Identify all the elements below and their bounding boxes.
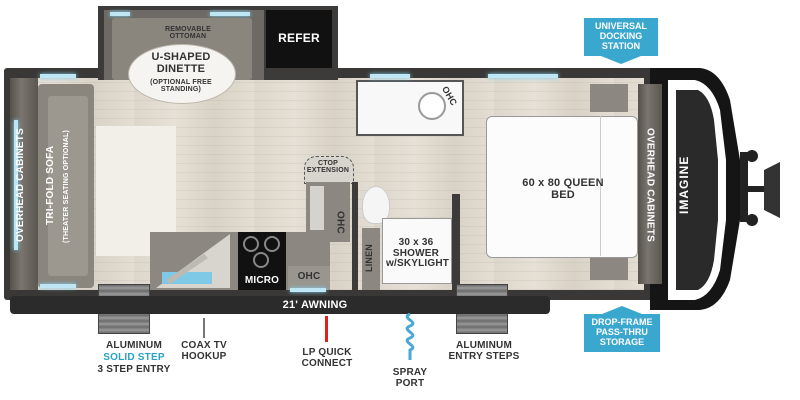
pantry-sink bbox=[310, 186, 324, 230]
slide-window-right bbox=[210, 12, 250, 16]
coax-line bbox=[203, 318, 205, 338]
left-overhead-label: OVERHEAD CABINETS bbox=[15, 128, 26, 242]
three-step-label: 3 STEP ENTRY bbox=[97, 364, 171, 375]
shower-label: 30 x 36 SHOWER w/SKYLIGHT bbox=[386, 237, 450, 269]
sofa-label: TRI-FOLD SOFA bbox=[45, 145, 56, 225]
ctop-extension-label: CTOP EXTENSION bbox=[306, 160, 350, 175]
wardrobe-window bbox=[370, 74, 410, 78]
kitchen-window bbox=[290, 288, 326, 292]
right-overhead-label: OVERHEAD CABINETS bbox=[644, 128, 656, 242]
dinette-table bbox=[128, 44, 236, 104]
entry-steps-label: ALUMINUM ENTRY STEPS bbox=[448, 340, 520, 362]
bed-label: 60 x 80 QUEEN BED bbox=[522, 177, 604, 201]
nightstand-top bbox=[590, 84, 628, 112]
queen-bed bbox=[486, 116, 638, 258]
right-overhead-cabinets bbox=[638, 84, 662, 284]
universal-docking-badge: UNIVERSAL DOCKING STATION bbox=[584, 18, 658, 64]
dinette-note-label: (OPTIONAL FREE STANDING) bbox=[150, 79, 212, 94]
micro bbox=[238, 272, 286, 290]
headboard bbox=[600, 116, 637, 256]
front-cap bbox=[650, 68, 780, 310]
lp-label: LP QUICK CONNECT bbox=[301, 347, 353, 369]
left-window bbox=[14, 120, 18, 250]
sofa-window-bottom bbox=[40, 284, 76, 288]
ohc-bottom-label: OHC bbox=[297, 271, 321, 282]
lav-sink bbox=[418, 92, 446, 120]
refer-label: REFER bbox=[278, 31, 320, 45]
stove-burners bbox=[243, 236, 280, 268]
drop-frame-label: DROP-FRAME PASS-THRU STORAGE bbox=[591, 317, 653, 347]
bed-window bbox=[488, 74, 558, 78]
universal-docking-label: UNIVERSAL DOCKING STATION bbox=[594, 21, 647, 51]
bath-partition bbox=[452, 194, 460, 290]
toilet bbox=[362, 186, 390, 224]
ctop-extension bbox=[304, 156, 354, 184]
shower bbox=[382, 218, 452, 284]
ohc-mid-label: OHC bbox=[334, 210, 346, 234]
sofa-window-top bbox=[40, 74, 76, 78]
sofa-note-label: (THEATER SEATING OPTIONAL) bbox=[63, 129, 70, 243]
coax-label: COAX TV HOOKUP bbox=[181, 340, 227, 362]
removable-ottoman-label: REMOVABLE OTTOMAN bbox=[164, 26, 211, 41]
kitchen-sink bbox=[156, 234, 230, 288]
awning bbox=[10, 296, 550, 314]
dinette-label: U-SHAPED DINETTE bbox=[151, 51, 211, 75]
drop-frame-badge: DROP-FRAME PASS-THRU STORAGE bbox=[584, 306, 660, 352]
spray-label: SPRAY PORT bbox=[392, 367, 428, 389]
slide-window-left bbox=[110, 12, 130, 16]
micro-label: MICRO bbox=[244, 275, 280, 286]
solid-step-label: SOLID STEP bbox=[103, 352, 165, 363]
linen-label: LINEN bbox=[364, 244, 374, 272]
aluminum-label: ALUMINUM bbox=[105, 340, 163, 351]
refer bbox=[266, 10, 332, 68]
spray-hose bbox=[405, 312, 415, 360]
linen-closet bbox=[362, 228, 380, 290]
awning-label: 21' AWNING bbox=[282, 299, 348, 311]
wardrobe bbox=[356, 80, 464, 136]
ohc-bottom bbox=[288, 266, 330, 290]
bath-wall bbox=[352, 182, 358, 290]
brand-logo: IMAGINE bbox=[677, 155, 691, 215]
lp-line bbox=[325, 316, 328, 342]
sofa-cushion bbox=[48, 96, 88, 276]
